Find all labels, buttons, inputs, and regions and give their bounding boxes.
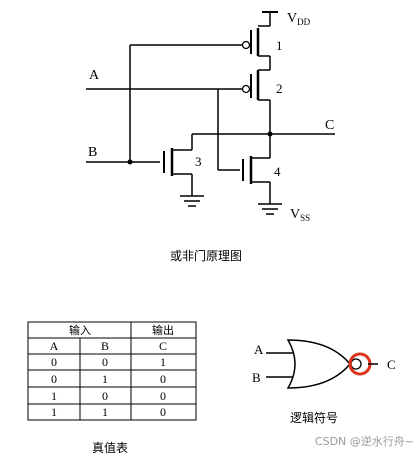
- table-cell: 0: [160, 389, 166, 403]
- symbol-input-a-label: A: [254, 342, 264, 357]
- symbol-input-b-label: B: [252, 370, 261, 385]
- transistor-3-label: 3: [195, 154, 202, 169]
- vss-label: VSS: [290, 207, 310, 223]
- ground-symbol-left: [180, 195, 204, 207]
- inversion-bubble: [350, 358, 362, 370]
- input-b-label: B: [88, 145, 97, 160]
- table-cell: 0: [51, 355, 57, 369]
- table-cell: 1: [102, 405, 108, 419]
- table-col-a: A: [50, 339, 59, 353]
- logic-symbol-caption: 逻辑符号: [290, 410, 338, 425]
- transistor-2-label: 2: [276, 81, 283, 96]
- table-col-b: B: [101, 339, 109, 353]
- truth-table-caption: 真值表: [92, 440, 128, 455]
- highlight-circle: [348, 352, 372, 376]
- vdd-label: VDD: [287, 11, 311, 27]
- table-cell: 0: [51, 372, 57, 386]
- table-col-c: C: [159, 339, 167, 353]
- schematic-caption: 或非门原理图: [170, 248, 242, 263]
- truth-table-border: [27, 321, 197, 421]
- table-header-output: 输出: [152, 323, 174, 337]
- transistor-1-label: 1: [276, 38, 283, 53]
- input-a-label: A: [89, 68, 100, 83]
- table-cell: 0: [160, 372, 166, 386]
- nor-gate-body: [286, 339, 351, 389]
- pmos-transistor-1: [241, 25, 270, 57]
- table-header-input: 输入: [69, 323, 91, 337]
- table-cell: 0: [102, 389, 108, 403]
- truth-table: 输入 输出 A B C 0 0 1 0 1 0 1 0 0 1 1 0 真值表: [27, 321, 197, 455]
- output-c-label: C: [325, 118, 334, 133]
- table-cell: 1: [51, 389, 57, 403]
- ground-symbol-right: [258, 203, 282, 215]
- table-cell: 1: [102, 372, 108, 386]
- transistor-4-label: 4: [274, 164, 281, 179]
- table-cell: 0: [102, 355, 108, 369]
- nmos-transistor-4: [242, 148, 271, 204]
- watermark: CSDN @逆水行舟~: [315, 434, 414, 448]
- cmos-schematic: VDD 1 2 C A B: [86, 11, 335, 263]
- pmos-transistor-2: [241, 69, 270, 101]
- table-cell: 0: [160, 405, 166, 419]
- table-cell: 1: [160, 355, 166, 369]
- nmos-transistor-3: [163, 134, 193, 196]
- nor-logic-symbol: A B C 逻辑符号: [252, 339, 396, 425]
- table-cell: 1: [51, 405, 57, 419]
- symbol-output-c-label: C: [387, 357, 396, 372]
